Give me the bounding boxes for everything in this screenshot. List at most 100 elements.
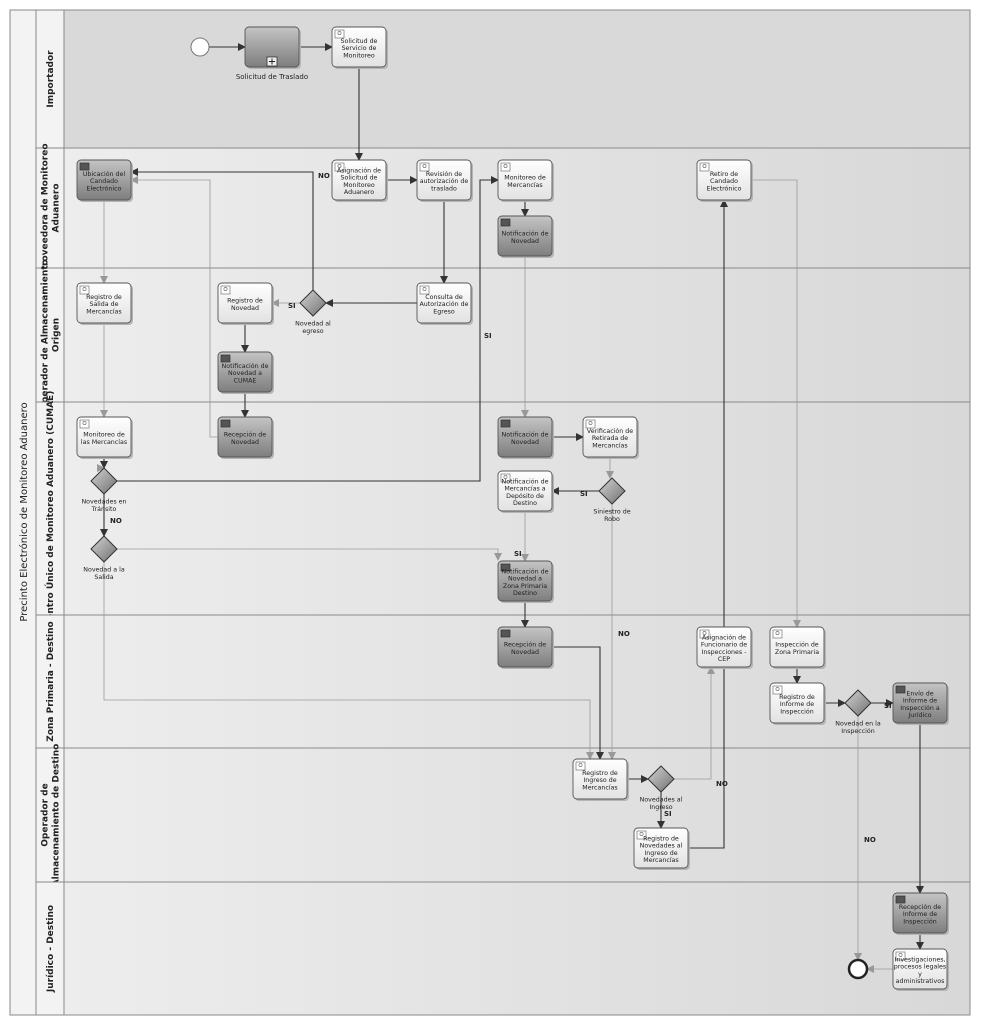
service-task-icon (500, 629, 511, 638)
user-task-icon (895, 951, 906, 961)
service-task-icon (895, 895, 906, 904)
sequence-flow (552, 646, 604, 760)
sequence-flow (117, 548, 502, 561)
user-task-icon (575, 761, 586, 771)
flow-label-si_ne: SI (288, 302, 296, 310)
user-task-icon (636, 830, 647, 840)
end-event[interactable] (847, 958, 869, 980)
flow-label-no_ni: NO (864, 836, 876, 844)
user-task-icon (585, 419, 596, 429)
user-task-icon (79, 285, 90, 295)
user-task-icon (419, 285, 430, 295)
service-task-icon (220, 354, 231, 363)
user-task-icon (772, 629, 783, 639)
user-task-icon (500, 473, 511, 483)
lane-label-juridico: Jurídico - Destino (46, 905, 56, 993)
service-task-icon (500, 218, 511, 227)
service-task-icon (79, 162, 90, 171)
sequence-flow (688, 199, 728, 849)
task-t_tras[interactable]: Solicitud de Traslado (236, 26, 308, 81)
user-task-icon (334, 29, 345, 39)
flow-label-si_ni: SI (884, 702, 892, 710)
pool-title: Precinto Electrónico de Monitoreo Aduane… (18, 402, 30, 621)
start-event[interactable] (190, 37, 210, 57)
user-task-icon (334, 162, 345, 172)
flow-label-si_st: SI (580, 490, 588, 498)
flow-label-si_nt: SI (484, 332, 492, 340)
flow-label-no_rat: NO (318, 172, 330, 180)
lane-juridico: Jurídico - Destino (35, 881, 971, 1016)
service-task-icon (220, 419, 231, 428)
lane-label-proveedora: Proveedora de MonitoreoAduanero (41, 143, 62, 272)
user-task-icon (220, 285, 231, 295)
sequence-flow (130, 176, 218, 438)
user-task-icon (699, 162, 710, 172)
service-task-icon (500, 563, 511, 572)
lane-label-importador: Importador (46, 50, 56, 108)
sequence-flow (751, 179, 801, 628)
lane-origen: Operador de AlmacenamientoOrigen (35, 259, 971, 411)
pool-header (9, 9, 37, 1016)
lane-label-zona: Zona Primaria - Destino (46, 621, 56, 741)
lane-label-opdestino: Operador deAlmacenamiento de Destino (41, 744, 62, 887)
user-task-icon (79, 419, 90, 429)
lane-opdestino: Operador deAlmacenamiento de Destino (35, 744, 971, 887)
sequence-flow (674, 666, 715, 780)
